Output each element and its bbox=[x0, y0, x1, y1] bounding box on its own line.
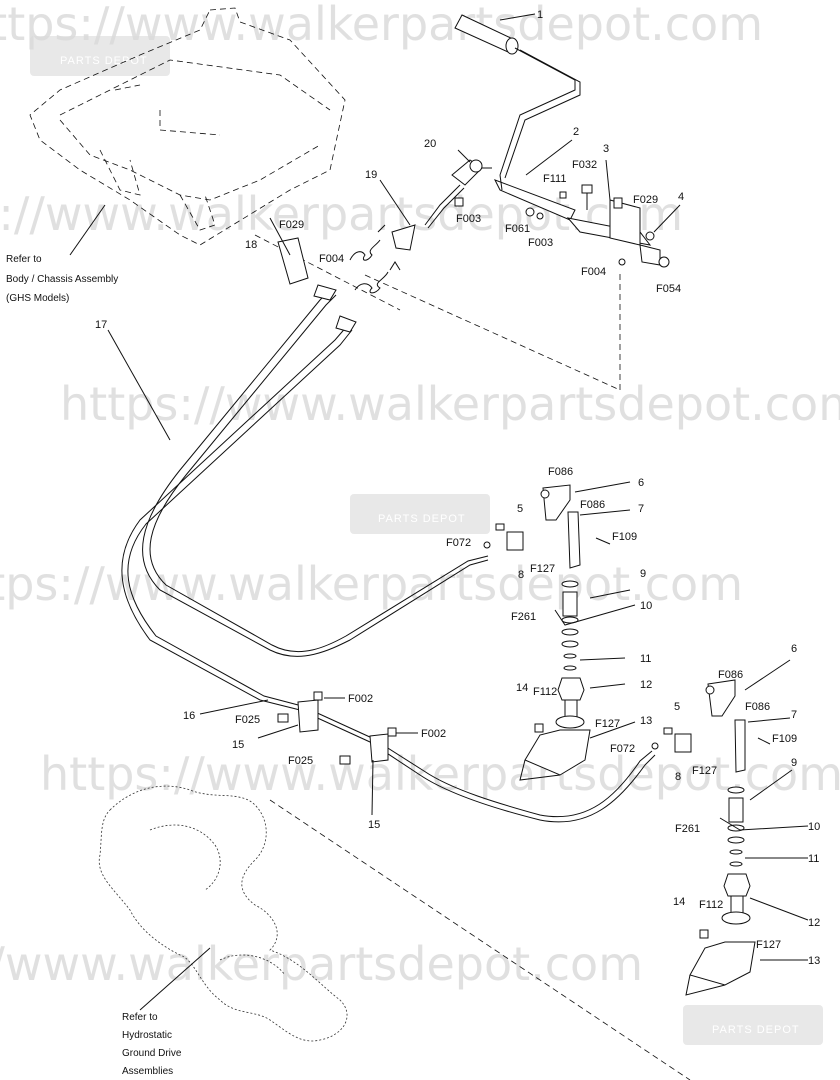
note-line: Refer to bbox=[6, 254, 42, 265]
callout: 6 bbox=[791, 643, 797, 655]
construction-lines bbox=[254, 234, 691, 1080]
callouts: 1 2 3 4 20 19 18 17 F032 F111 F029 F029 … bbox=[95, 9, 820, 967]
callout: 3 bbox=[603, 143, 609, 155]
note-line: (GHS Models) bbox=[6, 293, 69, 304]
control-handle bbox=[454, 14, 581, 221]
cable-clamps bbox=[277, 691, 397, 765]
callout: F004 bbox=[581, 266, 606, 278]
note-line: Ground Drive bbox=[122, 1048, 182, 1059]
hydrostatic-outline bbox=[98, 785, 348, 1042]
callout: 8 bbox=[518, 569, 524, 581]
callout: 13 bbox=[808, 955, 820, 967]
callout: F061 bbox=[505, 223, 530, 235]
callout: 8 bbox=[675, 771, 681, 783]
callout: 1 bbox=[537, 9, 543, 21]
body-chassis-outline bbox=[29, 7, 346, 246]
watermark-badge-text: PARTS DEPOT bbox=[378, 513, 466, 525]
callout: F261 bbox=[675, 823, 700, 835]
watermark-text: https://www.walkerpartsdepot.com bbox=[40, 747, 840, 801]
callout: F112 bbox=[699, 899, 723, 911]
note-line: Body / Chassis Assembly bbox=[6, 274, 118, 285]
callout: F029 bbox=[633, 194, 658, 206]
callout: F029 bbox=[279, 219, 304, 231]
pivot-assembly-upper bbox=[483, 484, 611, 781]
callout: 10 bbox=[640, 600, 652, 612]
callout: 6 bbox=[638, 477, 644, 489]
watermark-badge: PARTS DEPOT bbox=[350, 494, 490, 534]
watermark-text: https://www.walkerpartsdepot.com bbox=[60, 377, 840, 431]
callout: F002 bbox=[421, 728, 446, 740]
callout: F003 bbox=[528, 237, 553, 249]
callout: F109 bbox=[772, 733, 797, 745]
watermark-text: https://www.walkerpartsdepot.com bbox=[0, 187, 683, 241]
watermark-badge-text: PARTS DEPOT bbox=[712, 1024, 800, 1036]
callout: F109 bbox=[612, 531, 637, 543]
callout: F002 bbox=[348, 693, 373, 705]
watermark-text: https://www.walkerpartsdepot.com bbox=[0, 557, 743, 611]
watermark-layer: https://www.walkerpartsdepot.com https:/… bbox=[0, 0, 840, 1045]
callout: F025 bbox=[288, 755, 313, 767]
callout: F072 bbox=[610, 743, 635, 755]
callout: 12 bbox=[640, 679, 652, 691]
pivot-assembly-lower bbox=[651, 679, 771, 996]
springs-and-clamp bbox=[277, 224, 401, 294]
callout: 14 bbox=[673, 896, 685, 908]
callout: F127 bbox=[756, 939, 781, 951]
callout: 12 bbox=[808, 917, 820, 929]
callout: 11 bbox=[808, 853, 819, 865]
note-line: Assemblies bbox=[122, 1066, 173, 1077]
callout: F086 bbox=[548, 466, 573, 478]
callout: 15 bbox=[232, 739, 244, 751]
callout: F112 bbox=[533, 686, 557, 698]
callout: F003 bbox=[456, 213, 481, 225]
callout: F127 bbox=[530, 563, 555, 575]
note-line: Hydrostatic bbox=[122, 1030, 172, 1041]
callout: 18 bbox=[245, 239, 257, 251]
callout: 10 bbox=[808, 821, 820, 833]
leader-lines bbox=[69, 13, 809, 1011]
callout: 16 bbox=[183, 710, 195, 722]
watermark-badge-text: PARTS DEPOT bbox=[60, 55, 148, 67]
callout: F127 bbox=[595, 718, 620, 730]
callout: F086 bbox=[745, 701, 770, 713]
callout: 20 bbox=[424, 138, 436, 150]
ball-joint bbox=[391, 159, 492, 251]
watermark-badge: PARTS DEPOT bbox=[30, 36, 170, 76]
callout: 7 bbox=[638, 503, 644, 515]
callout: 17 bbox=[95, 319, 107, 331]
watermark-text: https://www.walkerpartsdepot.com bbox=[0, 937, 643, 991]
callout: F086 bbox=[580, 499, 605, 511]
callout: 15 bbox=[368, 819, 380, 831]
mounting-bracket bbox=[566, 199, 661, 266]
callout: F032 bbox=[572, 159, 597, 171]
callout: 14 bbox=[516, 682, 528, 694]
callout: F111 bbox=[543, 173, 566, 185]
callout: F086 bbox=[718, 669, 743, 681]
callout: 13 bbox=[640, 715, 652, 727]
note-hydrostatic: Refer to Hydrostatic Ground Drive Assemb… bbox=[122, 1012, 182, 1077]
callout: 9 bbox=[791, 757, 797, 769]
callout: 9 bbox=[640, 568, 646, 580]
handle-hardware bbox=[454, 184, 670, 268]
callout: 19 bbox=[365, 169, 377, 181]
callout: 5 bbox=[517, 503, 523, 515]
callout: 2 bbox=[573, 126, 579, 138]
control-cables bbox=[121, 284, 656, 823]
callout: 7 bbox=[791, 709, 797, 721]
watermark-badge: PARTS DEPOT bbox=[683, 1005, 823, 1045]
callout: F127 bbox=[692, 765, 717, 777]
callout: F004 bbox=[319, 253, 344, 265]
callout: F072 bbox=[446, 537, 471, 549]
note-body-chassis: Refer to Body / Chassis Assembly (GHS Mo… bbox=[6, 254, 118, 304]
callout: F261 bbox=[511, 611, 536, 623]
callout: 11 bbox=[640, 653, 651, 665]
callout: F025 bbox=[235, 714, 260, 726]
callout: 5 bbox=[674, 701, 680, 713]
note-line: Refer to bbox=[122, 1012, 158, 1023]
callout: 4 bbox=[678, 191, 684, 203]
callout: F054 bbox=[656, 283, 681, 295]
